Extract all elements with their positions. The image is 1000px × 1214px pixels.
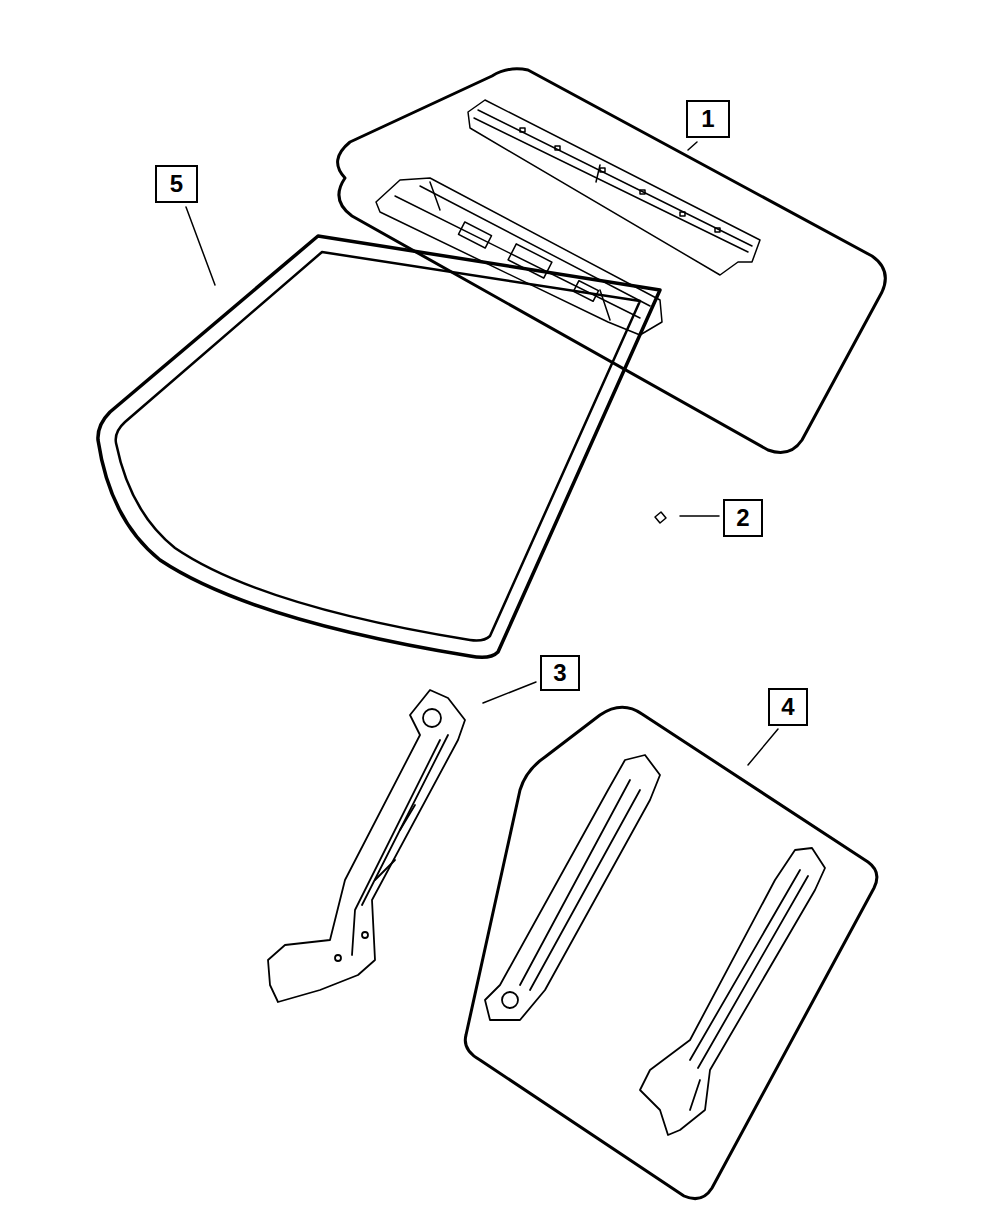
a-pillar-outer [640, 848, 825, 1135]
windshield [98, 236, 660, 657]
group-panel [465, 707, 877, 1198]
windshield-inner-edge [116, 252, 640, 641]
clip [655, 512, 666, 523]
callout-number: 3 [540, 655, 580, 691]
a-pillar [268, 690, 465, 1002]
a-pillar-inner [485, 755, 660, 1020]
callout-number: 2 [723, 499, 763, 537]
callout-number: 5 [155, 165, 198, 203]
callout-number: 1 [686, 100, 730, 138]
cowl-structure [376, 178, 662, 335]
callout-number: 4 [768, 688, 808, 726]
leader-line [186, 142, 778, 765]
